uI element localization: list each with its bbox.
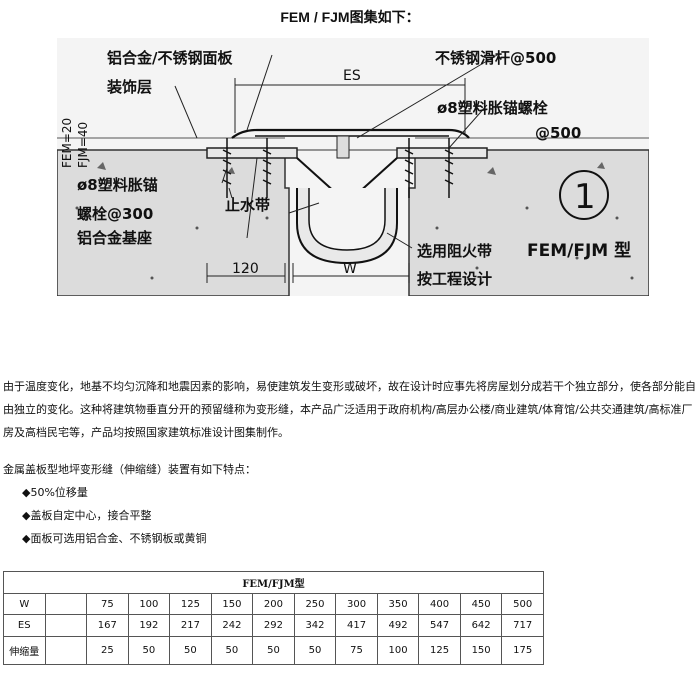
row-label: 伸缩量	[3, 635, 46, 666]
table-row: W 75 100 125 150 200 250 300 350 400 450…	[3, 592, 544, 616]
label-anchor-left-2: 螺栓@300	[77, 205, 153, 223]
table-cell: 50	[210, 635, 254, 666]
dim-w-label: W	[343, 261, 357, 277]
table-cell: 100	[376, 635, 420, 666]
intro-paragraph: 由于温度变化，地基不均匀沉降和地震因素的影响，易使建筑发生变形或破坏，故在设计时…	[3, 380, 696, 439]
table-cell: 250	[293, 592, 337, 616]
table-caption: FEM/FJM型	[3, 571, 544, 594]
table-cell: 292	[252, 614, 295, 637]
leader-lines	[174, 54, 498, 249]
table-cell: 342	[293, 614, 337, 637]
label-waterstop: 止水带	[225, 196, 270, 214]
feature-item: ◆50%位移量	[22, 486, 88, 499]
table-cell-empty	[44, 592, 88, 616]
feature-list: ◆50%位移量 ◆盖板自定中心，接合平整 ◆面板可选用铝合金、不锈钢板或黄铜	[22, 481, 206, 550]
table-cell: 25	[86, 635, 129, 666]
table-cell: 75	[335, 635, 378, 666]
sliding-rod	[336, 135, 350, 159]
spec-table: FEM/FJM型 W 75 100 125 150 200 250 300 35…	[3, 571, 544, 666]
label-fire-1: 选用阻火带	[417, 242, 492, 260]
circle-marker	[559, 170, 609, 220]
table-row: ES 167 192 217 242 292 342 417 492 547 6…	[3, 614, 544, 637]
table-cell-empty	[44, 614, 88, 637]
table-cell: 50	[252, 635, 295, 666]
table-cell: 417	[335, 614, 378, 637]
table-cell: 492	[376, 614, 420, 637]
label-base: 铝合金基座	[77, 229, 152, 247]
table-cell: 75	[86, 592, 129, 616]
dimension-es	[234, 78, 466, 133]
anchor-bolts	[222, 138, 454, 198]
table-cell: 547	[418, 614, 461, 637]
table-cell: 217	[169, 614, 212, 637]
label-fem: FEM=20	[60, 118, 74, 168]
table-cell: 300	[335, 592, 378, 616]
table-cell: 50	[127, 635, 171, 666]
label-anchor-left-1: ø8塑料胀锚	[77, 176, 158, 194]
table-cell-empty	[44, 635, 88, 666]
table-cell: 50	[169, 635, 212, 666]
label-fire-2: 按工程设计	[417, 270, 492, 288]
label-anchor-right-1: ø8塑料胀锚螺栓	[437, 99, 548, 117]
table-cell: 167	[86, 614, 129, 637]
label-decor: 装饰层	[106, 78, 152, 96]
row-label: W	[3, 592, 46, 616]
page-title: FEM / FJM图集如下：	[280, 9, 420, 25]
label-rod: 不锈钢滑杆@500	[435, 49, 556, 67]
concrete-aggregate	[75, 162, 634, 280]
base-plate-right	[396, 147, 488, 159]
table-cell: 500	[501, 592, 544, 616]
features-intro: 金属盖板型地坪变形缝（伸缩缝）装置有如下特点：	[3, 463, 256, 476]
base-plate-left	[206, 147, 298, 159]
table-cell: 125	[169, 592, 212, 616]
table-cell: 150	[210, 592, 254, 616]
row-label: ES	[3, 614, 46, 637]
table-cell: 200	[252, 592, 295, 616]
label-fjm: FJM=40	[76, 122, 90, 168]
table-cell: 192	[127, 614, 171, 637]
dim-120-label: 120	[232, 261, 259, 277]
table-row: 伸缩量 25 50 50 50 50 50 75 100 125 150 175	[3, 635, 544, 666]
table-cell: 242	[210, 614, 254, 637]
feature-item: ◆盖板自定中心，接合平整	[22, 509, 152, 522]
es-label: ES	[343, 68, 361, 84]
label-panel: 铝合金/不锈钢面板	[107, 49, 233, 67]
table-cell: 150	[459, 635, 503, 666]
table-cell: 125	[418, 635, 461, 666]
table-cell: 400	[418, 592, 461, 616]
feature-item: ◆面板可选用铝合金、不锈钢板或黄铜	[22, 532, 207, 545]
cover-plate	[231, 128, 470, 139]
table-cell: 175	[501, 635, 544, 666]
table-cell: 100	[127, 592, 171, 616]
table-cell: 350	[376, 592, 420, 616]
type-label: FEM/FJM 型	[527, 240, 631, 261]
label-anchor-right-2: @500	[535, 124, 581, 142]
table-cell: 717	[501, 614, 544, 637]
concrete-slab-right	[408, 149, 649, 296]
table-cell: 642	[459, 614, 503, 637]
dimension-bottom	[206, 263, 410, 283]
section-drawing: ES 120 W 铝合金/不锈钢面板 装饰层 不锈钢滑杆@	[57, 38, 649, 296]
table-cell: 450	[459, 592, 503, 616]
table-cell: 50	[293, 635, 337, 666]
circle-number: 1	[574, 177, 596, 217]
